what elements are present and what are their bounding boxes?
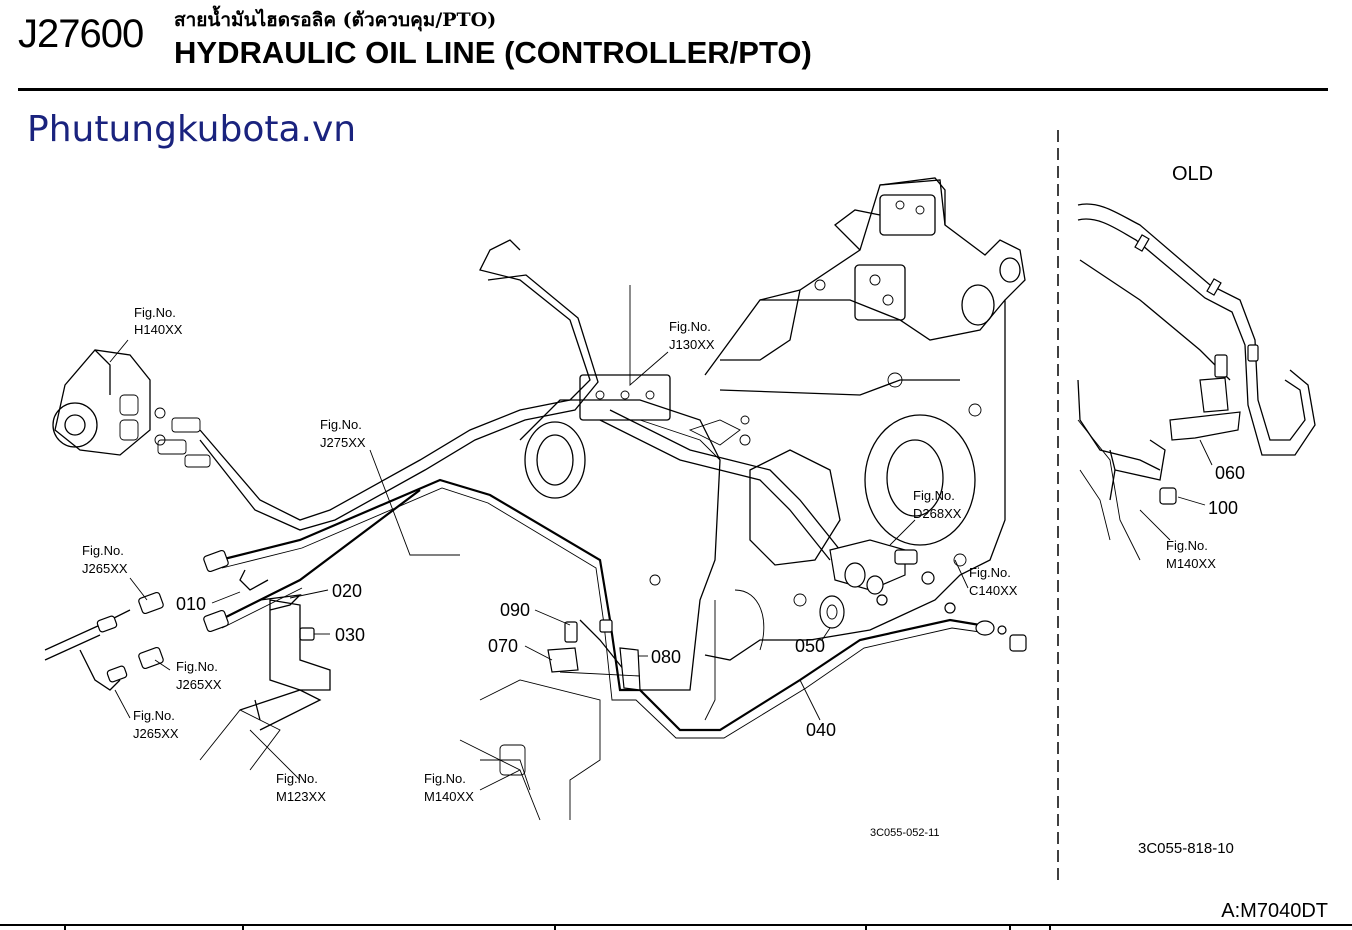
fig-ref-code: J265XX xyxy=(176,677,222,692)
inset-drawing-code: 3C055-818-10 xyxy=(1138,840,1234,857)
part-number: 020 xyxy=(332,581,362,601)
fig-ref-code: J265XX xyxy=(133,726,179,741)
fig-ref-labels: Fig.No. H140XX Fig.No. J130XX Fig.No. J2… xyxy=(82,305,1216,804)
fig-ref-code: C140XX xyxy=(969,583,1018,598)
part-number: 040 xyxy=(806,720,836,740)
page-title-thai: สายน้ำมันไฮดรอลิค (ตัวควบคุม/PTO) xyxy=(174,9,497,31)
inset-drawing xyxy=(1077,203,1316,561)
fig-ref-code: H140XX xyxy=(134,322,183,337)
fig-ref-code: J265XX xyxy=(82,561,128,576)
inset-title: OLD xyxy=(1172,163,1213,185)
fig-ref-label: Fig.No. xyxy=(1166,538,1208,553)
fig-ref-label: Fig.No. xyxy=(176,659,218,674)
fig-ref-label: Fig.No. xyxy=(320,417,362,432)
fig-ref-label: Fig.No. xyxy=(969,565,1011,580)
header-divider xyxy=(18,88,1328,91)
fig-ref-code: M140XX xyxy=(424,789,474,804)
fig-ref-label: Fig.No. xyxy=(424,771,466,786)
fig-ref-label: Fig.No. xyxy=(913,488,955,503)
part-number: 100 xyxy=(1208,498,1238,518)
watermark: Phutungkubota.vn xyxy=(27,109,357,150)
leader-lines xyxy=(109,285,969,791)
part-number: 060 xyxy=(1215,463,1245,483)
fig-ref-label: Fig.No. xyxy=(133,708,175,723)
footer-divider xyxy=(0,924,1352,926)
part-number: 070 xyxy=(488,636,518,656)
fig-ref-label: Fig.No. xyxy=(82,543,124,558)
fig-ref-code: J130XX xyxy=(669,337,715,352)
fig-ref-code: D268XX xyxy=(913,506,962,521)
footer-column-ticks xyxy=(64,924,1051,930)
fig-ref-code: M123XX xyxy=(276,789,326,804)
part-number: 030 xyxy=(335,625,365,645)
fittings xyxy=(96,539,1027,771)
part-number: 090 xyxy=(500,600,530,620)
part-number: 010 xyxy=(176,594,206,614)
fig-ref-label: Fig.No. xyxy=(669,319,711,334)
page-title: HYDRAULIC OIL LINE (CONTROLLER/PTO) xyxy=(174,35,812,70)
model-code: A:M7040DT xyxy=(1221,900,1328,922)
fig-ref-code: J275XX xyxy=(320,435,366,450)
fig-ref-code: M140XX xyxy=(1166,556,1216,571)
drawing-code: 3C055-052-11 xyxy=(870,827,940,839)
transmission-housing xyxy=(459,177,1026,821)
part-number: 050 xyxy=(795,636,825,656)
fig-ref-label: Fig.No. xyxy=(134,305,176,320)
steering-controller xyxy=(52,349,211,468)
page-code: J27600 xyxy=(18,12,144,56)
part-number-labels: 010 020 030 040 050 070 080 090 060 100 xyxy=(176,463,1245,740)
fig-ref-label: Fig.No. xyxy=(276,771,318,786)
part-number: 080 xyxy=(651,647,681,667)
hydraulic-pipes xyxy=(44,239,981,739)
